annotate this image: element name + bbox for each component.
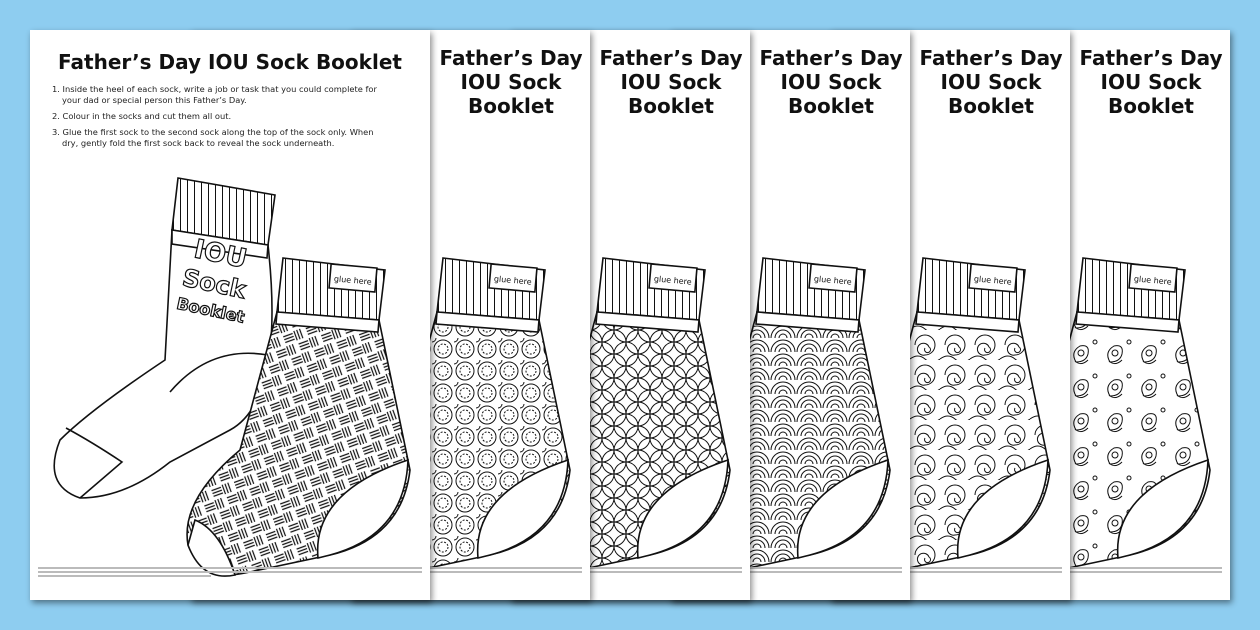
page-title: Father’s Day IOU Sock Booklet <box>919 46 1063 118</box>
left-sock <box>53 177 276 499</box>
page-title: Father’s Day IOU Sock Booklet <box>599 46 743 118</box>
page-title: Father’s Day IOU Sock Booklet <box>759 46 903 118</box>
worksheet-page: Father’s Day IOU Sock Booklet 1. Inside t… <box>30 30 430 600</box>
footer-line <box>38 571 422 573</box>
glue-here-label: glue here <box>494 274 533 286</box>
footer-line <box>38 575 211 577</box>
instruction-item: 3. Glue the first sock to the second soc… <box>52 127 374 148</box>
glue-here-label: glue here <box>974 274 1013 286</box>
instruction-item: 2. Colour in the socks and cut them all … <box>52 111 232 121</box>
footer-disclaimer <box>38 567 422 579</box>
right-sock: glue here <box>186 257 411 577</box>
glue-here-label: glue here <box>334 274 373 286</box>
glue-here-label: glue here <box>814 274 853 286</box>
page-title: Father’s Day IOU Sock Booklet <box>58 50 402 74</box>
instruction-item: 1. Inside the heel of each sock, write a… <box>52 84 377 105</box>
glue-here-label: glue here <box>1134 274 1173 286</box>
footer-line <box>38 567 422 569</box>
page-title: Father’s Day IOU Sock Booklet <box>1079 46 1223 118</box>
glue-here-label: glue here <box>654 274 693 286</box>
instructions-list: 1. Inside the heel of each sock, write a… <box>52 84 392 154</box>
page-title: Father’s Day IOU Sock Booklet <box>439 46 583 118</box>
